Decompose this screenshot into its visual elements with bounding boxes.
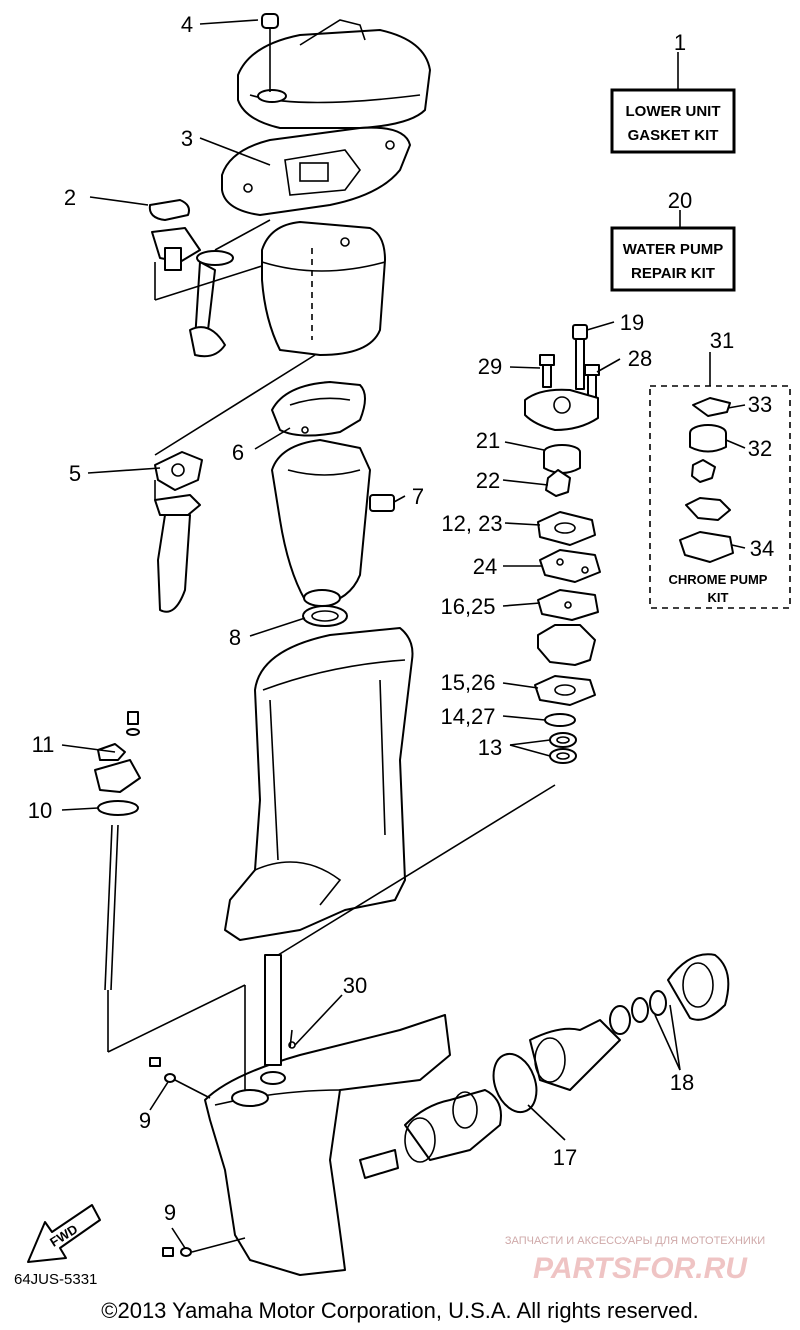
watermark-logo: PARTSFOR.RU — [533, 1252, 748, 1285]
exhaust-guide — [271, 439, 371, 607]
callout-8: 8 — [229, 625, 241, 650]
part-22-impeller — [545, 469, 571, 497]
upper-housing — [261, 221, 386, 356]
callout-9-upper: 9 — [139, 1108, 151, 1133]
part-11-nut-and-bolt — [97, 711, 140, 761]
part-8-seal — [302, 605, 348, 627]
callout-29: 29 — [478, 354, 502, 379]
part-12-23-gasket — [537, 511, 596, 546]
forward-arrow-icon — [27, 1204, 101, 1263]
drive-shaft — [244, 954, 286, 1090]
part-15-26-gasket — [534, 675, 596, 706]
callout-11: 11 — [32, 732, 55, 757]
callout-34: 34 — [750, 536, 774, 561]
pump-base — [537, 624, 596, 666]
part-4-cover-plate — [237, 13, 431, 129]
part-17-oring — [492, 1052, 538, 1114]
part-9-bolts — [149, 1057, 246, 1257]
callout-15-26: 15,26 — [440, 670, 495, 695]
callout-14-27: 14,27 — [440, 704, 495, 729]
callout-32: 32 — [748, 436, 772, 461]
leader-lines — [61, 19, 746, 1249]
callout-24: 24 — [473, 554, 497, 579]
chrome-pump-kit-group — [649, 385, 791, 609]
water-pump-kit-line1: WATER PUMP — [623, 241, 724, 258]
chrome-pump-kit-line2: KIT — [708, 590, 729, 605]
callout-2: 2 — [64, 185, 76, 210]
callout-13: 13 — [478, 735, 502, 760]
callout-10: 10 — [28, 798, 52, 823]
copyright-notice: ©2013 Yamaha Motor Corporation, U.S.A. A… — [101, 1298, 698, 1323]
pump-housing — [524, 388, 599, 431]
callout-7: 7 — [412, 484, 424, 509]
part-2-bracket-and-hose — [148, 199, 271, 358]
callout-17: 17 — [553, 1145, 577, 1170]
part-28-bolt — [584, 364, 600, 398]
diagram-code: 64JUS-5331 — [14, 1271, 97, 1288]
part-6-gasket — [271, 381, 366, 437]
callout-22: 22 — [476, 468, 500, 493]
lower-unit-kit-line2: GASKET KIT — [628, 127, 719, 144]
part-21-insert-cartridge — [543, 444, 581, 474]
part-7-damper — [369, 494, 395, 512]
lower-unit-kit-line1: LOWER UNIT — [626, 103, 721, 120]
part-3-gasket — [221, 126, 411, 216]
callout-20: 20 — [668, 188, 692, 213]
callout-6: 6 — [232, 440, 244, 465]
part-24-plate — [539, 549, 601, 583]
part-16-25-gasket — [537, 589, 599, 621]
callout-30: 30 — [343, 973, 367, 998]
water-pump-repair-kit-box: WATER PUMP REPAIR KIT — [610, 226, 736, 292]
drive-shaft-housing — [224, 627, 414, 941]
callout-31: 31 — [710, 328, 734, 353]
part-30-pin — [288, 1029, 296, 1049]
callout-21: 21 — [476, 428, 500, 453]
callout-16-25: 16,25 — [440, 594, 495, 619]
part-29-bolt — [539, 354, 555, 388]
lower-unit-gasket-kit-box: LOWER UNIT GASKET KIT — [610, 88, 736, 154]
chrome-pump-kit-line1: CHROME PUMP — [669, 572, 768, 587]
lower-case — [204, 1014, 451, 1276]
water-pump-kit-line2: REPAIR KIT — [631, 265, 715, 282]
part-13-oil-seals — [269, 732, 577, 961]
part-14-27-oring — [544, 713, 576, 727]
callout-3: 3 — [181, 126, 193, 151]
callout-1: 1 — [674, 30, 686, 55]
part-19-bolt — [572, 324, 588, 390]
callout-12-23: 12, 23 — [441, 511, 502, 536]
callout-5: 5 — [69, 461, 81, 486]
callout-9-lower: 9 — [164, 1200, 176, 1225]
callout-18: 18 — [670, 1070, 694, 1095]
prop-shaft-housing — [404, 1019, 621, 1163]
callout-28: 28 — [628, 346, 652, 371]
callout-19: 19 — [620, 310, 644, 335]
part-5-plate-and-hose — [154, 354, 316, 613]
watermark-subtitle: ЗАПЧАСТИ И АКСЕССУАРЫ ДЛЯ МОТОТЕХНИКИ — [505, 1235, 765, 1247]
callout-33: 33 — [748, 392, 772, 417]
part-18-bearings — [609, 953, 730, 1035]
part-10-oring — [94, 759, 246, 1053]
callout-4: 4 — [181, 12, 193, 37]
